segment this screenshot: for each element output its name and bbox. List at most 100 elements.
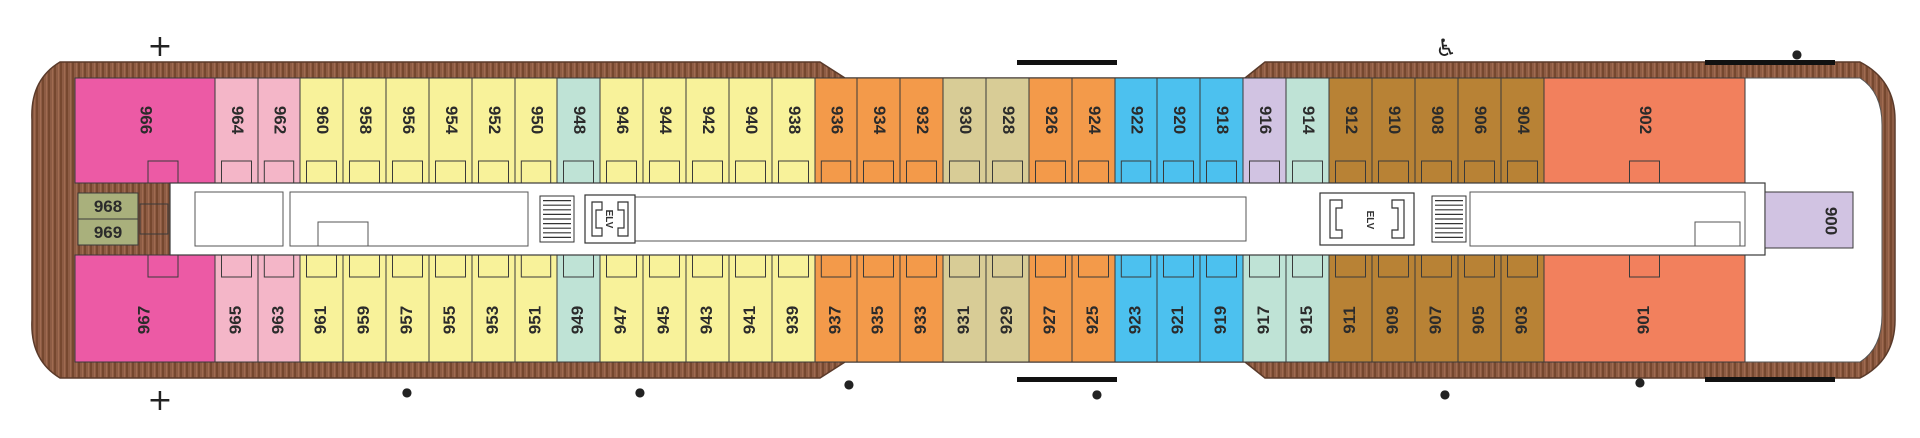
cabin-941[interactable]: 941 [728,254,773,363]
cross-icon-top: + [147,29,172,64]
cabin-label: 957 [397,306,416,334]
cabin-957[interactable]: 957 [385,254,430,363]
bow-elevator: ELV [1319,192,1415,246]
cabin-962[interactable]: 962 [257,77,301,184]
cabin-label: 943 [697,306,716,334]
cabin-927[interactable]: 927 [1028,254,1073,363]
cabin-948[interactable]: 948 [556,77,601,184]
dot-icon: ● [1440,387,1450,401]
cabin-label: 946 [613,106,632,134]
cabin-label: 956 [399,106,418,134]
cabin-931[interactable]: 931 [942,254,987,363]
cabin-943[interactable]: 943 [685,254,730,363]
cabin-916[interactable]: 916 [1242,77,1287,184]
cabin-907[interactable]: 907 [1414,254,1459,363]
cabin-921[interactable]: 921 [1156,254,1201,363]
cabin-904[interactable]: 904 [1500,77,1545,184]
cabin-914[interactable]: 914 [1285,77,1330,184]
cabin-922[interactable]: 922 [1114,77,1158,184]
cabin-label: 954 [442,106,461,135]
cabin-964[interactable]: 964 [214,77,259,184]
cabin-961[interactable]: 961 [299,254,344,363]
cabin-958[interactable]: 958 [342,77,387,184]
cabin-930[interactable]: 930 [942,77,987,184]
cabin-929[interactable]: 929 [985,254,1030,363]
cabin-903[interactable]: 903 [1500,254,1545,363]
cabin-966[interactable]: 966 [74,77,216,184]
cabin-908[interactable]: 908 [1414,77,1459,184]
cabin-937[interactable]: 937 [814,254,858,363]
cabin-946[interactable]: 946 [599,77,644,184]
cabin-926[interactable]: 926 [1028,77,1073,184]
cabin-900[interactable] [1764,191,1854,249]
cabin-label: 922 [1128,106,1147,134]
elevator-label-bow: ELV [1364,211,1375,230]
cabin-950[interactable]: 950 [514,77,558,184]
cabin-953[interactable]: 953 [471,254,516,363]
cross-icon-bottom: + [147,383,172,418]
cabin-906[interactable]: 906 [1457,77,1502,184]
dot-icon: ● [1635,375,1645,389]
cabin-944[interactable]: 944 [642,77,687,184]
cabin-936[interactable]: 936 [814,77,858,184]
cabin-909[interactable]: 909 [1371,254,1416,363]
cabin-934[interactable]: 934 [856,77,901,184]
cabin-905[interactable]: 905 [1457,254,1502,363]
cabin-925[interactable]: 925 [1071,254,1116,363]
cabin-942[interactable]: 942 [685,77,730,184]
cabin-901[interactable]: 901 [1543,254,1746,363]
cabin-959[interactable]: 959 [342,254,387,363]
cabin-952[interactable]: 952 [471,77,516,184]
cabin-932[interactable]: 932 [899,77,944,184]
dot-icon: ● [1792,47,1802,61]
cabin-951[interactable]: 951 [514,254,558,363]
cabin-917[interactable]: 917 [1242,254,1287,363]
cabin-label: 966 [137,106,156,134]
cabin-902[interactable]: 902 [1543,77,1746,184]
cabin-960[interactable]: 960 [299,77,344,184]
cabin-947[interactable]: 947 [599,254,644,363]
cabin-963[interactable]: 963 [257,254,301,363]
cabin-956[interactable]: 956 [385,77,430,184]
cabin-924[interactable]: 924 [1071,77,1116,184]
cabin-938[interactable]: 938 [771,77,816,184]
cabin-label: 941 [740,306,759,334]
cabin-912[interactable]: 912 [1328,77,1373,184]
cabin-945[interactable]: 945 [642,254,687,363]
cabin-label: 938 [785,106,804,134]
cabin-910[interactable]: 910 [1371,77,1416,184]
cabin-965[interactable]: 965 [214,254,259,363]
lifeboat-markers [1017,60,1835,382]
stern-stairs [539,195,575,243]
cabin-967[interactable]: 967 [74,254,216,363]
cabin-968[interactable] [77,192,139,220]
cabin-918[interactable]: 918 [1199,77,1244,184]
cabin-954[interactable]: 954 [428,77,473,184]
cabin-label: 955 [440,306,459,334]
cabin-923[interactable]: 923 [1114,254,1158,363]
cabin-940[interactable]: 940 [728,77,773,184]
cabin-920[interactable]: 920 [1156,77,1201,184]
bow-center-cabin: 900 [1764,191,1854,249]
cabin-label: 947 [611,306,630,334]
cabin-949[interactable]: 949 [556,254,601,363]
cabin-919[interactable]: 919 [1199,254,1244,363]
cabin-933[interactable]: 933 [899,254,944,363]
cabin-911[interactable]: 911 [1328,254,1373,363]
bow-stairs [1431,195,1467,243]
cabin-label: 952 [485,106,504,134]
cabin-label: 911 [1340,306,1359,333]
cabin-label: 925 [1083,306,1102,334]
cabin-915[interactable]: 915 [1285,254,1330,363]
cabin-969[interactable] [77,218,139,246]
cabin-label: 921 [1168,306,1187,334]
cabin-928[interactable]: 928 [985,77,1030,184]
cabin-955[interactable]: 955 [428,254,473,363]
cabin-939[interactable]: 939 [771,254,816,363]
cabin-label: 944 [656,106,675,135]
cabin-label: 967 [134,306,153,334]
cabin-935[interactable]: 935 [856,254,901,363]
cabin-label: 902 [1636,106,1655,134]
